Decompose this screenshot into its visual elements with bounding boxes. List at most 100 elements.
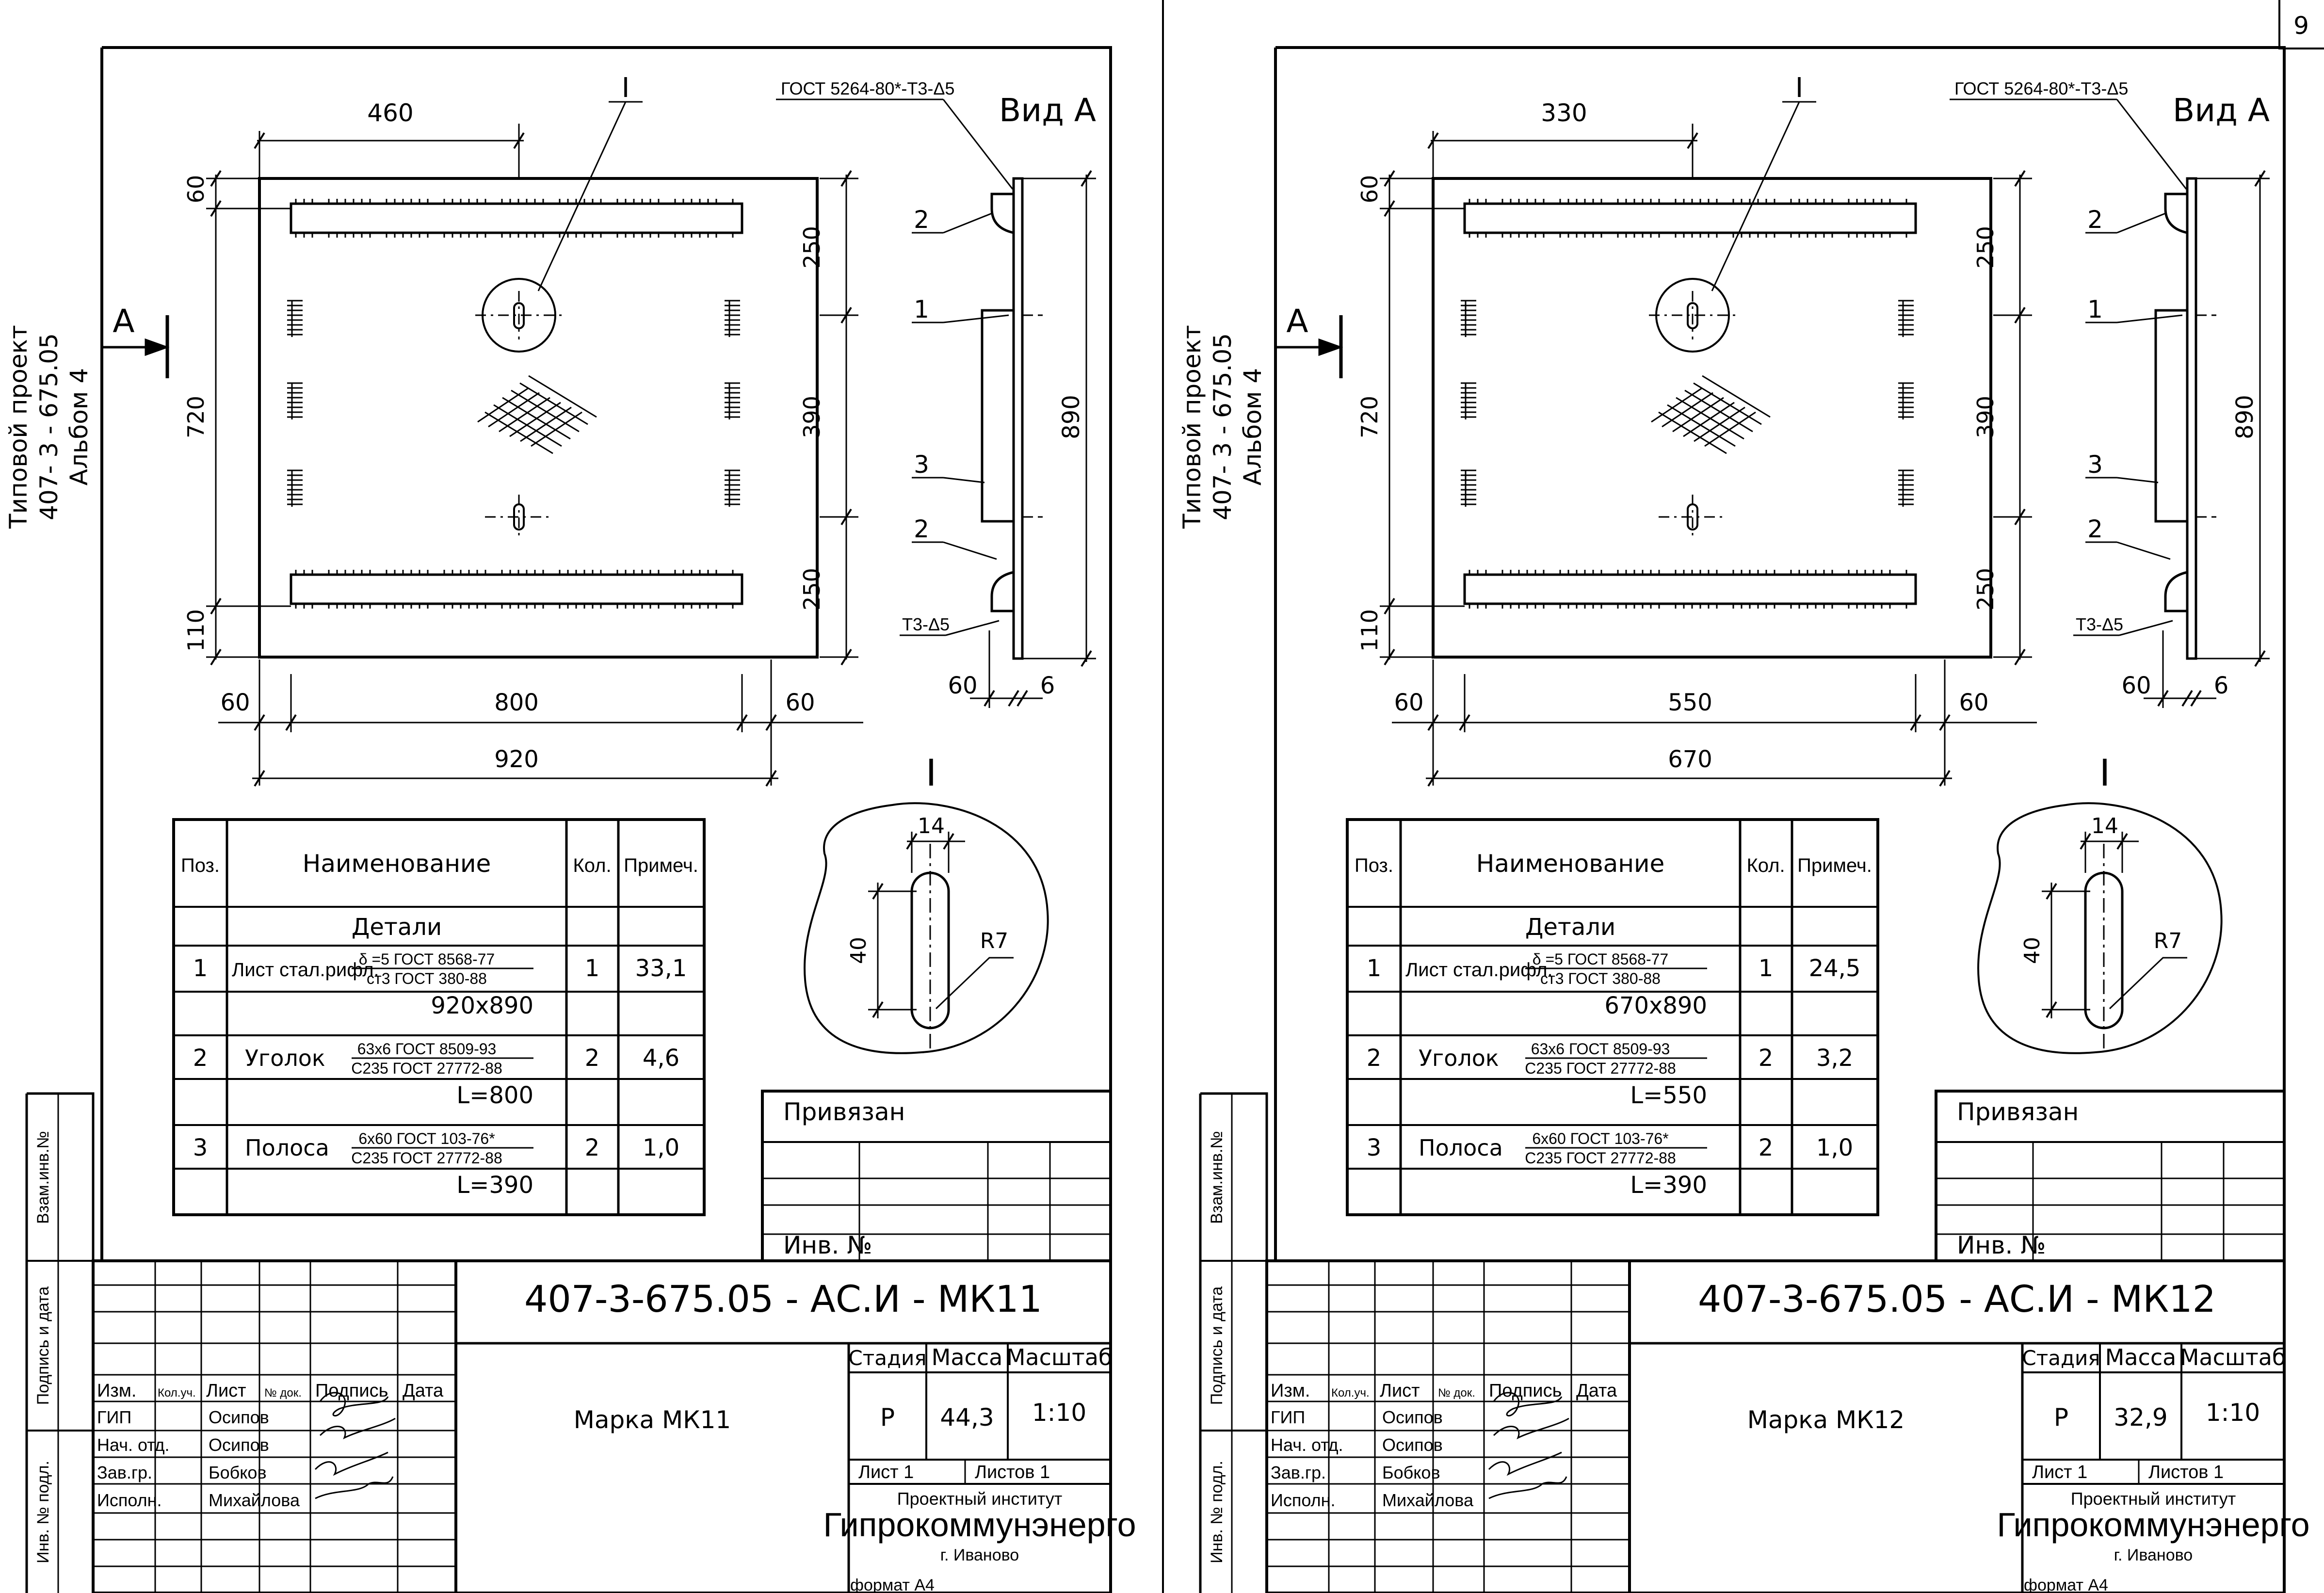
- signature: [319, 1392, 389, 1416]
- dim-tick: [943, 833, 954, 850]
- dim-right-mid: 390: [799, 396, 825, 438]
- dim-tick: [1459, 714, 1470, 731]
- side-weld-hatch: [287, 300, 303, 337]
- side-strip: [981, 309, 1015, 523]
- title-name: Осипов: [1382, 1407, 1443, 1427]
- dim-tick: [2116, 833, 2128, 850]
- signature: [1493, 1392, 1563, 1416]
- dim-tick: [1427, 770, 1439, 787]
- mass-label: Масса: [2105, 1344, 2177, 1370]
- spec-fraction-den: ст3 ГОСТ 380-88: [367, 970, 487, 987]
- title-role: Исполн.: [1271, 1490, 1336, 1510]
- diamond-texture: [477, 375, 597, 454]
- title-col-header: Изм.: [97, 1381, 136, 1401]
- title-block: [1265, 1259, 2286, 1593]
- stamp-label-inv: Инв. № подл.: [34, 1461, 52, 1563]
- title-role: ГИП: [1271, 1407, 1305, 1427]
- dim-tick: [2157, 690, 2169, 707]
- stamp-label-sign-date: Подпись и дата: [34, 1287, 52, 1405]
- side-weld-hatch: [1898, 469, 1914, 507]
- spec-fraction-num: δ =5 ГОСТ 8568-77: [1533, 950, 1668, 968]
- title-role: Зав.гр.: [1271, 1463, 1326, 1482]
- dim-tick: [254, 132, 265, 149]
- spec-dimension: 920x890: [431, 992, 533, 1019]
- dim-left-bot: 110: [183, 609, 209, 652]
- dim-tick: [840, 648, 852, 666]
- side-text-album: Альбом 4: [65, 368, 93, 485]
- stamp-label-vzam: Взам.инв.№: [1208, 1131, 1226, 1224]
- section-label-a: A: [1286, 303, 1308, 340]
- spec-qty: 2: [585, 1045, 600, 1072]
- weld-note-bottom: Т3-Δ5: [902, 614, 950, 634]
- spec-qty: 2: [1759, 1045, 1774, 1072]
- org-name: Гипрокоммунэнерго: [1997, 1506, 2309, 1544]
- dim-tick: [254, 714, 265, 731]
- mass-label: Масса: [932, 1344, 1003, 1370]
- side-weld-hatch: [725, 382, 740, 419]
- title-name: Осипов: [209, 1407, 269, 1427]
- dim-bottom-mid: 800: [494, 689, 539, 716]
- spec-pos: 2: [193, 1045, 208, 1072]
- detail-radius-leader: [2109, 957, 2187, 1010]
- weld-leader: [2116, 99, 2187, 190]
- side-angle-bottom: [2164, 571, 2188, 612]
- dim-tick: [210, 200, 222, 217]
- title-col-header: Дата: [1576, 1381, 1617, 1401]
- weld-hatch: [295, 604, 734, 609]
- spec-dimension: L=550: [1630, 1082, 1707, 1109]
- org-city: г. Иваново: [940, 1546, 1019, 1564]
- drawing-code: 407-3-675.05 - АС.И - МК12: [1698, 1277, 2216, 1320]
- title-name: Бобков: [1382, 1463, 1440, 1482]
- leader-view-i: [537, 101, 627, 291]
- dim-tick: [736, 714, 748, 731]
- detail-i-title: I: [926, 751, 936, 794]
- title-col-header: Кол.уч.: [1331, 1386, 1370, 1400]
- spec-qty: 2: [585, 1134, 600, 1161]
- dim-tick: [2046, 1001, 2057, 1018]
- spec-header: Кол.: [573, 855, 611, 876]
- dim-bottom-right: 60: [785, 689, 815, 716]
- title-name: Бобков: [209, 1463, 267, 1482]
- spec-fraction-den: С235 ГОСТ 27772-88: [351, 1149, 502, 1167]
- scale-value: 1:10: [2206, 1399, 2260, 1427]
- privyazan-label: Привязан: [783, 1098, 905, 1126]
- dim-tick: [906, 833, 918, 850]
- weld-hatch: [295, 233, 734, 238]
- scale-value: 1:10: [1032, 1399, 1086, 1427]
- dim-tick: [2014, 170, 2026, 187]
- drawing-name: Марка МК11: [574, 1406, 731, 1434]
- spec-qty: 2: [1759, 1134, 1774, 1161]
- format-label: формат А4: [850, 1576, 935, 1593]
- drawing-code: 407-3-675.05 - АС.И - МК11: [524, 1277, 1042, 1320]
- dim-tick: [210, 597, 222, 615]
- dim-tick: [872, 883, 884, 900]
- callout-pos-3: 3: [2087, 451, 2103, 479]
- inventory-label: Инв. №: [783, 1231, 872, 1259]
- title-name: Михайлова: [209, 1490, 300, 1510]
- signature: [319, 1417, 396, 1440]
- stage-value: Р: [880, 1403, 895, 1432]
- side-weld-hatch: [1461, 469, 1476, 507]
- dim-tick: [1687, 132, 1698, 149]
- dim-tick: [2014, 508, 2026, 526]
- weld-leader: [942, 99, 1014, 190]
- side-text-project: Типовой проект: [1178, 325, 1206, 529]
- spec-fraction-den: ст3 ГОСТ 380-88: [1540, 970, 1661, 987]
- callout-leader: [943, 314, 1009, 323]
- dim-tick: [1910, 714, 1921, 731]
- dim-tick: [2046, 883, 2057, 900]
- detail-outline: [804, 802, 1049, 1054]
- dim-tick: [2080, 833, 2091, 850]
- stage-label: Стадия: [848, 1346, 926, 1370]
- spec-group: Детали: [352, 914, 442, 941]
- spec-pos: 3: [1367, 1134, 1382, 1161]
- detail-outline: [1977, 802, 2223, 1054]
- leader-view-i: [1711, 101, 1800, 291]
- detail-dim-h: 40: [2020, 937, 2045, 964]
- title-col-header: Подпись: [315, 1381, 388, 1401]
- weld-note-top: ГОСТ 5264-80*-Т3-Δ5: [1954, 79, 2128, 98]
- callout-pos-4: 2: [914, 515, 929, 543]
- dim-tick: [2181, 690, 2193, 707]
- detail-dim-h: 40: [846, 937, 871, 964]
